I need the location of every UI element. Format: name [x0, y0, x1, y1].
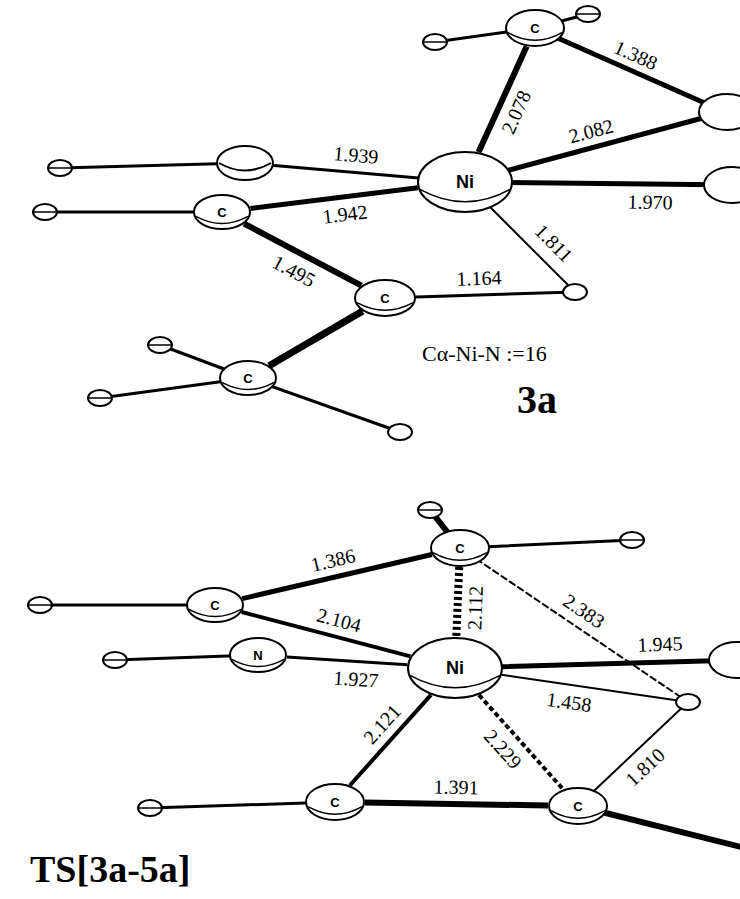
hydrogen-atom	[388, 424, 412, 440]
atom-symbol: Ni	[456, 173, 474, 191]
atom-octant	[418, 509, 442, 511]
bond-line	[269, 311, 362, 366]
hydrogen-atom	[620, 532, 644, 548]
bond-line	[350, 695, 431, 786]
bond-length: 1.945	[635, 633, 685, 655]
bond-length: 1.942	[319, 201, 370, 227]
bond-length: 1.164	[454, 267, 504, 289]
atom-node: C	[548, 787, 608, 825]
hydrogen-marks	[28, 14, 644, 808]
bond-length: 1.927	[331, 667, 381, 690]
atom-node: C	[354, 279, 416, 317]
atom-octant	[148, 344, 172, 346]
atom-octant	[576, 13, 600, 15]
atom-octant	[33, 211, 57, 213]
bond-line	[365, 802, 548, 805]
bond-line	[456, 567, 459, 637]
bond-length: 2.383	[558, 589, 610, 633]
atom-outline	[506, 10, 564, 46]
atom-node: C	[305, 783, 365, 821]
atom-outline	[408, 638, 502, 698]
bond-line	[287, 657, 407, 665]
atom-octant	[620, 539, 644, 541]
atom-symbol: C	[217, 206, 226, 219]
atom-octant	[423, 41, 447, 43]
atom-symbol: C	[573, 800, 582, 813]
hydrogen-atom	[423, 34, 447, 50]
atom-outline	[230, 638, 286, 672]
bond-length: 1.939	[331, 143, 382, 167]
bond-length: 2.112	[464, 584, 486, 633]
hydrogen-atom	[676, 694, 700, 710]
atom-node: C	[505, 9, 565, 47]
atom-symbol: C	[455, 542, 464, 555]
atom-ellipse	[709, 642, 740, 678]
hydrogen-atom	[103, 652, 127, 668]
bond-length: 2.229	[479, 724, 527, 774]
structure-label: 3a	[515, 380, 559, 420]
structure-label: TS[3a-5a]	[28, 850, 192, 888]
atom-node: Ni	[407, 637, 503, 699]
bond-length: 1.391	[431, 777, 480, 798]
atom-outline	[194, 195, 250, 229]
atom-octant	[219, 163, 271, 171]
hydrogen-atom	[148, 337, 172, 353]
atom-node: C	[186, 587, 244, 623]
atom-symbol: C	[530, 22, 539, 35]
atom-ellipse	[704, 167, 740, 203]
hydrogen-atom	[33, 204, 57, 220]
bond-length: 1.458	[543, 689, 594, 716]
angle-note: Cα-Ni-N :=16	[420, 343, 549, 365]
atom-outline	[355, 280, 415, 316]
hydrogen-atom	[418, 502, 442, 518]
atom-symbol: C	[210, 599, 219, 612]
atom-symbol: Ni	[446, 659, 464, 677]
atom-outline	[431, 530, 489, 566]
hydrogen-atom	[138, 800, 162, 816]
atom-octant	[103, 659, 127, 661]
atom-symbol: N	[253, 649, 262, 662]
atom-outline	[187, 588, 243, 622]
atom-outline	[306, 784, 364, 820]
bond-line	[535, 28, 725, 112]
hydrogen-atom	[48, 160, 72, 176]
atom-octant	[88, 397, 112, 399]
atom-octant	[138, 807, 162, 809]
atom-symbol: C	[243, 372, 252, 385]
atom-symbol: C	[330, 796, 339, 809]
atom-octant	[48, 167, 72, 169]
bond-length: 1.388	[610, 36, 663, 74]
atom-symbol: C	[380, 292, 389, 305]
unlabelled-atoms	[217, 94, 740, 678]
bond-length: 1.970	[625, 192, 674, 213]
atom-node: C	[430, 529, 490, 567]
hydrogen-atom	[28, 597, 52, 613]
atom-ellipse	[699, 94, 740, 130]
atom-octant	[420, 189, 510, 201]
hydrogen-atom	[563, 284, 587, 300]
atom-octant	[28, 604, 52, 606]
bond-length: 1.811	[530, 219, 578, 267]
hydrogen-atom	[576, 6, 600, 22]
hydrogen-bonds	[40, 14, 740, 848]
atom-octant	[410, 675, 500, 687]
atom-node: Ni	[417, 151, 513, 213]
atom-ellipse	[217, 146, 273, 180]
bond-length: 1.386	[307, 545, 359, 576]
atom-node: N	[229, 637, 287, 673]
atom-outline	[549, 788, 607, 824]
hydrogen-atoms	[28, 6, 700, 816]
atom-node: C	[219, 360, 277, 396]
atom-outline	[418, 152, 512, 212]
atom-outline	[220, 361, 276, 395]
atom-node: C	[193, 194, 251, 230]
hydrogen-atom	[88, 390, 112, 406]
bond-length: 2.121	[358, 699, 406, 749]
bond-length: 1.810	[620, 743, 669, 791]
